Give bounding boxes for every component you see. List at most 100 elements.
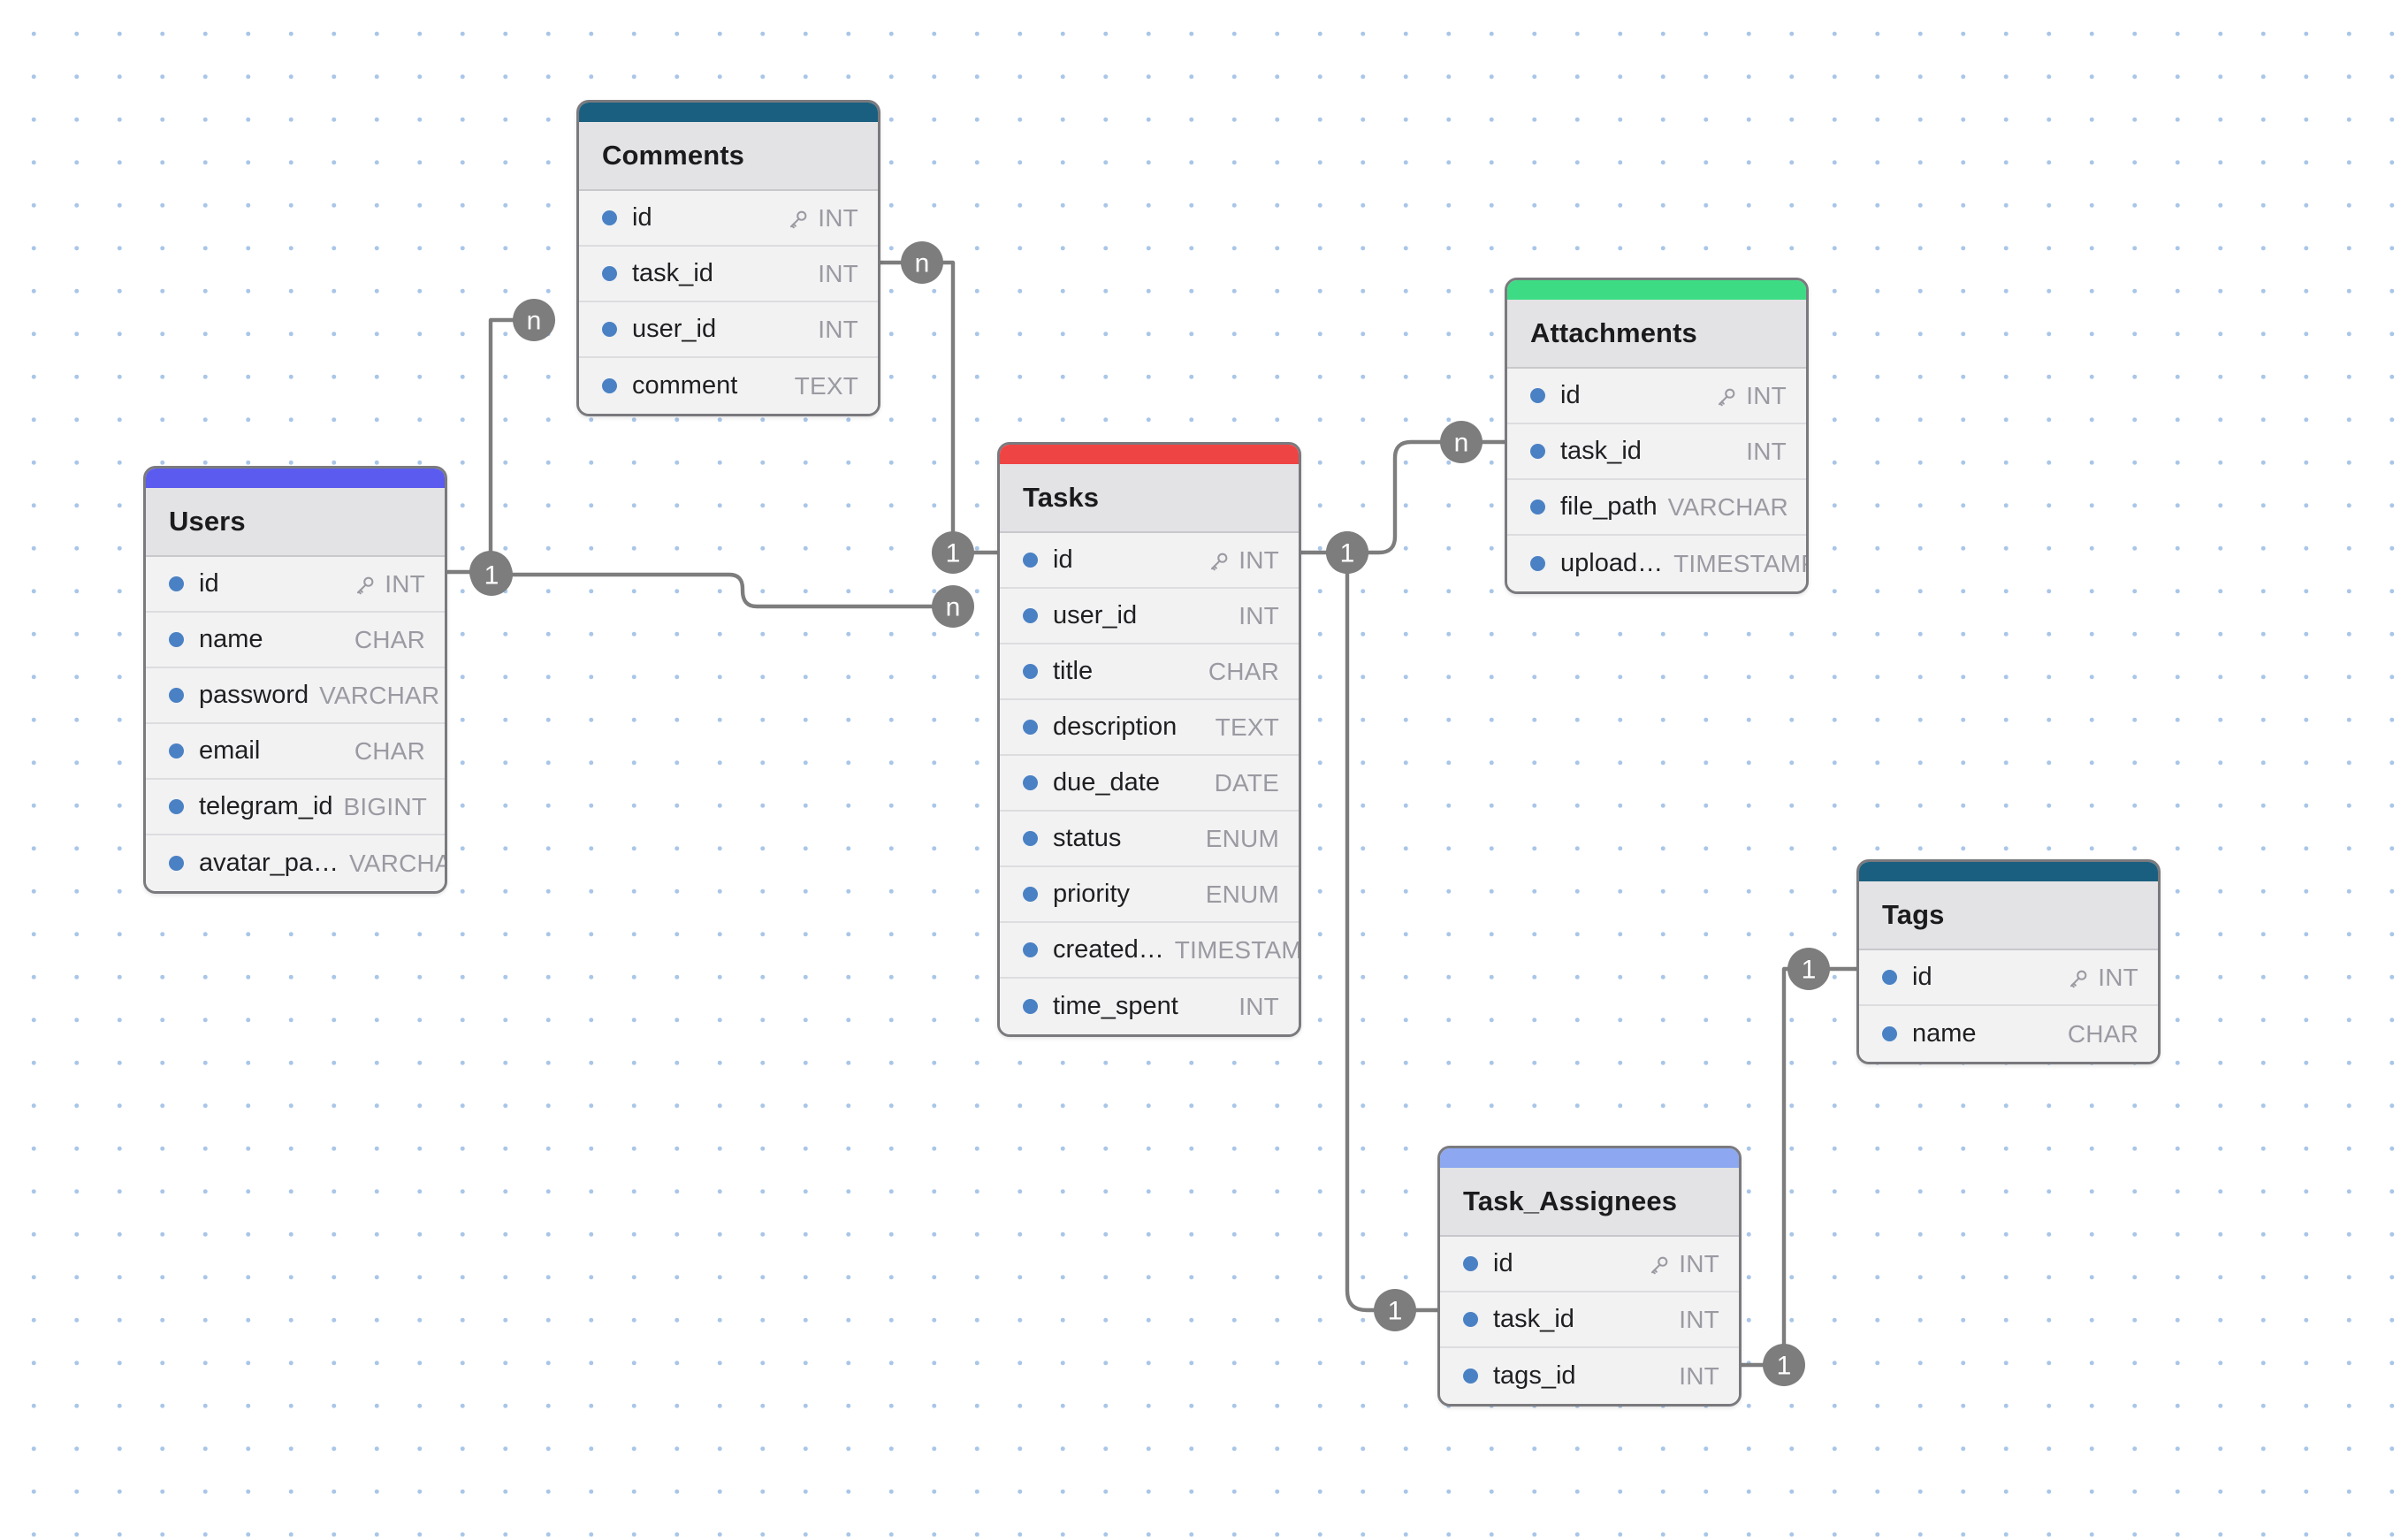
field-name: due_date: [1053, 768, 1160, 797]
badge-label: 1: [484, 559, 499, 588]
field-row[interactable]: id INT: [1440, 1237, 1739, 1292]
field-name: id: [1493, 1249, 1513, 1277]
key-icon: [1715, 385, 1738, 408]
badge-circle: [1326, 531, 1368, 574]
badge-label: 1: [1388, 1297, 1403, 1326]
cardinality-badge-tasks-assignees-to[interactable]: 1: [1374, 1289, 1416, 1331]
cardinality-badge-tasks-comments-to[interactable]: n: [901, 241, 943, 284]
field-type-label: INT: [385, 569, 425, 598]
badge-circle: [932, 531, 974, 574]
field-row[interactable]: comment TEXT: [579, 358, 878, 414]
badge-label: 1: [484, 561, 499, 591]
cardinality-badge-tasks-assignees-from[interactable]: 1: [1326, 531, 1368, 574]
relationship-line-users-comments[interactable]: [445, 317, 537, 575]
blue-dot-icon: [1023, 999, 1038, 1014]
relationship-line-tasks-assignees[interactable]: [1345, 563, 1440, 1313]
blue-dot-icon: [1530, 499, 1545, 515]
cardinality-badge-tasks-attachments-to[interactable]: n: [1440, 421, 1483, 463]
cardinality-badge-tags-assignees-to[interactable]: 1: [1763, 1344, 1805, 1386]
cardinality-badge-users-comments-from[interactable]: 1: [469, 551, 512, 593]
field-type: INT: [1679, 1361, 1719, 1390]
field-type-label: INT: [818, 203, 858, 232]
key-icon: [787, 208, 810, 231]
blue-dot-icon: [1463, 1312, 1478, 1327]
field-name: name: [199, 625, 263, 653]
field-name: telegram_id: [199, 792, 333, 820]
badge-circle: [513, 299, 555, 341]
blue-dot-icon: [1530, 388, 1545, 403]
badge-label: 1: [1802, 956, 1817, 985]
badge-circle: [1440, 421, 1483, 463]
field-type: INT: [354, 570, 425, 598]
field-type: INT: [818, 259, 858, 287]
cardinality-badge-tasks-comments-from[interactable]: 1: [932, 531, 974, 574]
cardinality-badge-users-tasks-to[interactable]: n: [932, 585, 974, 628]
cardinality-badge-users-tasks-from[interactable]: 1: [470, 553, 513, 596]
field-name: password: [199, 681, 309, 709]
relationship-line-tasks-comments[interactable]: [878, 260, 1000, 555]
field-type: TIMESTAMP: [1673, 549, 1809, 577]
field-type: TEXT: [794, 371, 858, 400]
table-title: Attachments: [1507, 300, 1806, 369]
field-type: TIMESTAMP: [1174, 935, 1301, 964]
table-title: Tasks: [1000, 464, 1299, 533]
cardinality-badge-tasks-attachments-from[interactable]: 1: [1326, 531, 1368, 574]
blue-dot-icon: [1463, 1256, 1478, 1271]
field-type: CHAR: [2067, 1019, 2138, 1048]
blue-dot-icon: [1023, 720, 1038, 735]
badge-circle: [1787, 948, 1830, 990]
cardinality-badge-users-comments-to[interactable]: n: [513, 299, 555, 341]
blue-dot-icon: [1023, 831, 1038, 846]
field-row[interactable]: upload…TIMESTAMP: [1507, 536, 1806, 591]
blue-dot-icon: [169, 799, 184, 814]
blue-dot-icon: [602, 322, 617, 337]
field-row[interactable]: created…TIMESTAMP: [1000, 923, 1299, 979]
blue-dot-icon: [169, 632, 184, 647]
cardinality-badge-tags-assignees-from[interactable]: 1: [1787, 948, 1830, 990]
key-icon: [354, 574, 377, 597]
field-name: comment: [632, 371, 738, 400]
relationship-line-tasks-attachments[interactable]: [1299, 439, 1507, 555]
field-type: ENUM: [1205, 824, 1279, 852]
field-name: title: [1053, 657, 1094, 685]
relationship-line-tags-assignees[interactable]: [1739, 966, 1859, 1368]
field-type: INT: [1715, 382, 1787, 410]
field-type: INT: [1648, 1250, 1719, 1278]
field-row[interactable]: avatar_pa…VARCHAR: [146, 835, 445, 891]
table-title: Users: [146, 488, 445, 557]
badge-label: n: [1454, 429, 1469, 458]
field-type: VARCHAR: [1667, 492, 1788, 521]
relationship-line-users-tasks[interactable]: [489, 572, 956, 609]
badge-label: 1: [1340, 539, 1355, 568]
